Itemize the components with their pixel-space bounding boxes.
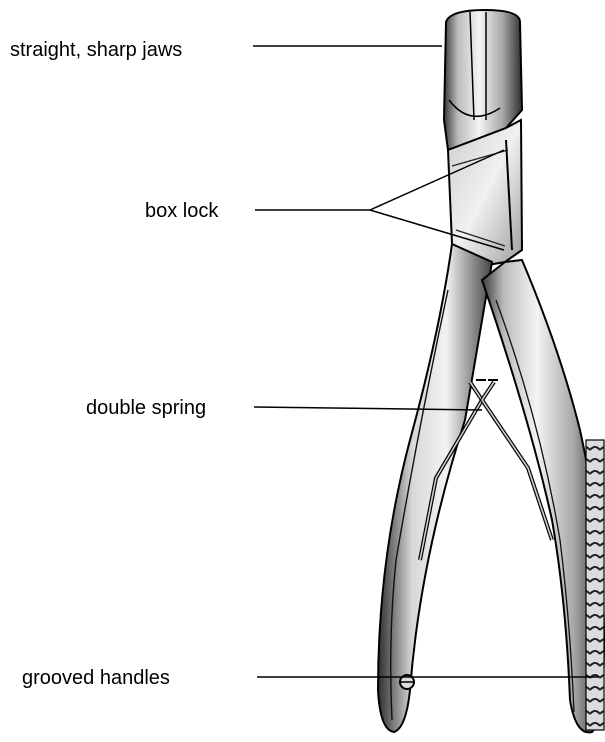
handle-grooves [586, 440, 604, 730]
label-grooved-handles: grooved handles [22, 668, 170, 688]
label-double-spring: double spring [86, 398, 206, 418]
right-handle [482, 260, 604, 732]
label-straight-sharp-jaws: straight, sharp jaws [10, 40, 182, 60]
label-box-lock: box lock [145, 201, 218, 221]
